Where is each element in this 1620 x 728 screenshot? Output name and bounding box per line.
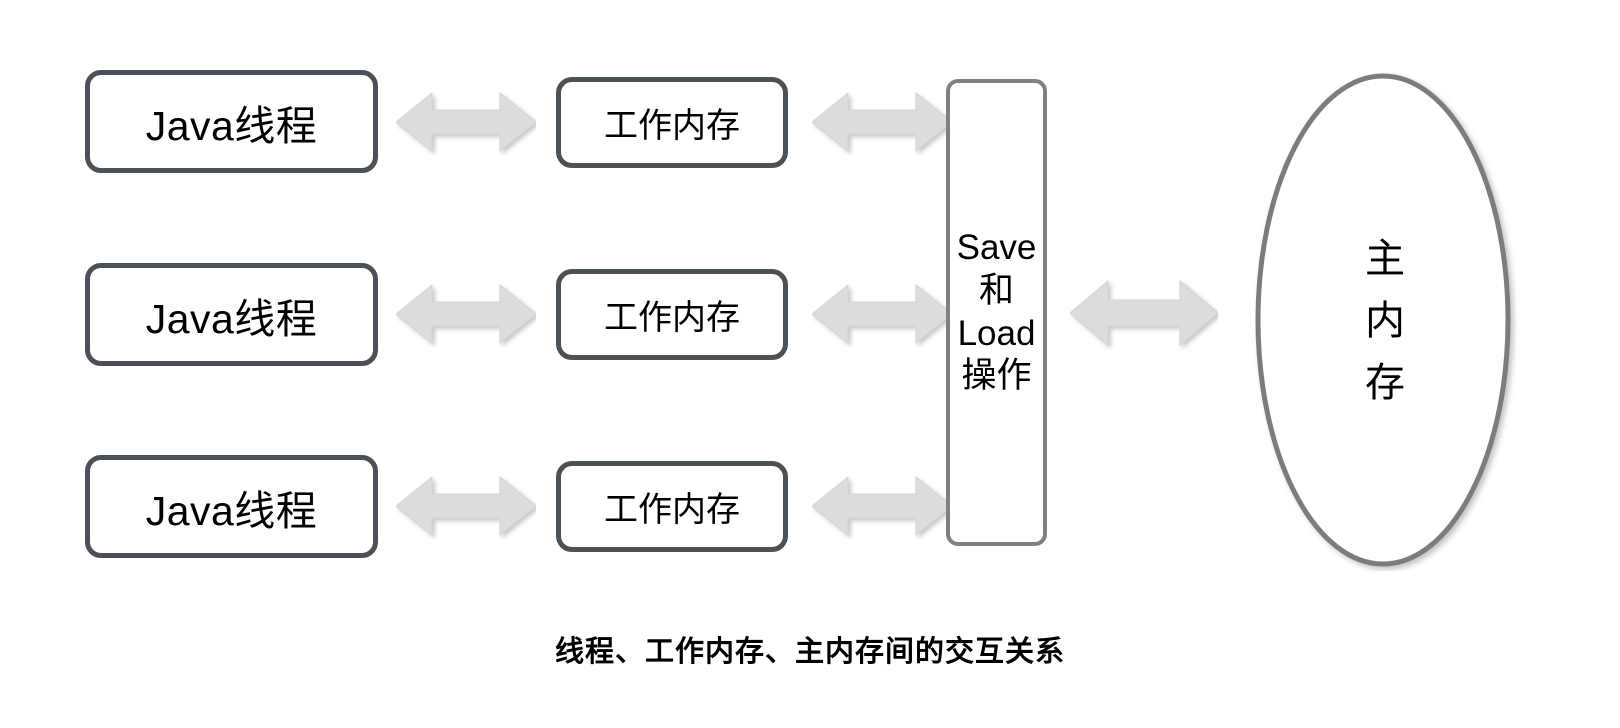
working-memory-label-3: 工作内存	[604, 491, 740, 529]
save-load-line-4: 操作	[961, 356, 1032, 396]
working-memory-box-2[interactable]: 工作内存	[556, 269, 788, 360]
main-memory-char-1: 主	[1365, 237, 1405, 281]
java-thread-box-3[interactable]: Java线程	[85, 455, 378, 558]
java-thread-box-2[interactable]: Java线程	[85, 263, 378, 366]
working-memory-label-2: 工作内存	[604, 299, 740, 337]
main-memory-char-3: 存	[1365, 361, 1405, 405]
save-load-line-1: Save	[956, 228, 1037, 268]
main-memory-ellipse[interactable]: 主 内 存	[1253, 71, 1517, 571]
working-memory-box-1[interactable]: 工作内存	[556, 77, 788, 168]
double-headed-arrow-icon-saveload-mainmemory	[1070, 276, 1218, 350]
java-thread-label-3: Java线程	[145, 487, 318, 534]
main-memory-label: 主 内 存	[1253, 71, 1517, 571]
double-headed-arrow-icon-thread3-wm3	[396, 471, 536, 541]
diagram-caption: 线程、工作内存、主内存间的交互关系	[554, 636, 1065, 668]
double-headed-arrow-icon-wm1-saveload	[812, 87, 952, 157]
java-thread-label-2: Java线程	[145, 295, 318, 342]
working-memory-label-1: 工作内存	[604, 107, 740, 145]
double-headed-arrow-icon-wm2-saveload	[812, 279, 952, 349]
double-headed-arrow-icon-thread1-wm1	[396, 87, 536, 157]
java-thread-label-1: Java线程	[145, 102, 318, 149]
save-load-line-2: 和	[978, 270, 1014, 310]
save-load-operation-column[interactable]: Save 和 Load 操作	[946, 79, 1047, 546]
java-thread-box-1[interactable]: Java线程	[85, 70, 378, 173]
double-headed-arrow-icon-wm3-saveload	[812, 471, 952, 541]
save-load-line-3: Load	[957, 313, 1036, 353]
working-memory-box-3[interactable]: 工作内存	[556, 461, 788, 552]
main-memory-char-2: 内	[1365, 299, 1405, 343]
double-headed-arrow-icon-thread2-wm2	[396, 279, 536, 349]
